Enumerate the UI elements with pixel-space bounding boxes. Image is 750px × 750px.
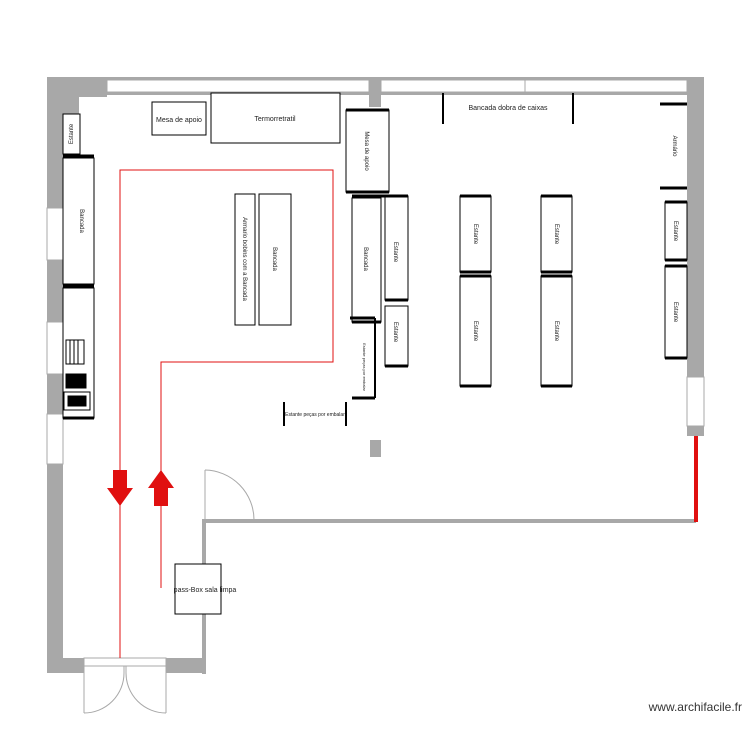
label-estante-right-b: Estante [672, 302, 678, 323]
wall-pillar-top [369, 77, 381, 107]
flow-arrows [107, 470, 174, 506]
credit-text: www.archifacile.fr [648, 700, 742, 714]
equipment-machine-icon [63, 339, 91, 411]
window-top-1 [106, 79, 370, 93]
window-left-1 [46, 207, 64, 261]
label-estante-pecas-vert: Estante peças por embalar [362, 343, 367, 391]
label-estante-pecas-horiz: Estante peças por embalar [285, 412, 345, 418]
window-left-3 [46, 413, 64, 465]
label-estante-mid-b: Estante [392, 322, 398, 343]
label-estante-col2b: Estante [553, 321, 559, 342]
window-right [686, 376, 705, 427]
label-bancada-left: Bancada [78, 209, 84, 233]
label-bancada-center: Bancada [271, 247, 277, 271]
termorretratil [210, 92, 341, 144]
label-box-sala-limpa: pass-Box sala limpa [174, 587, 237, 594]
estante-col2-top [540, 195, 573, 273]
mesa-apoio-top [151, 101, 207, 136]
label-termorretratil: Termorretratil [254, 116, 296, 123]
wall-interior-horizontal [202, 519, 696, 523]
door-interior [204, 469, 255, 521]
window-top-2 [380, 79, 526, 93]
wall-pillar-small [370, 440, 381, 457]
window-top-3 [524, 79, 688, 93]
wall-left [47, 77, 63, 673]
route-outer [119, 169, 334, 658]
label-estante-col1b: Estante [472, 321, 478, 342]
labels: Mesa de apoio Termorretratil Bancada dob… [69, 105, 678, 594]
wall-bottom-left [47, 658, 84, 673]
estante-left-small [62, 113, 81, 155]
estante-col1-bottom [459, 275, 492, 387]
arrow-down-icon [107, 470, 133, 506]
arrow-up-icon [148, 470, 174, 506]
label-armario-bobinas: Armario bobins com a Bancada [241, 217, 247, 301]
label-estante-col1: Estante [472, 224, 478, 245]
wall-right-low [687, 426, 704, 436]
wall-bottom-right [166, 658, 206, 673]
label-bancada-dobra: Bancada dobra de caixas [469, 105, 548, 112]
label-mesa-apoio-vert: Mesa de apoio [363, 131, 369, 171]
estante-col2-bottom [540, 275, 573, 387]
mesa-apoio-vertical [345, 109, 390, 193]
wall-top-inner [107, 92, 687, 95]
label-estante-right-a: Estante [672, 221, 678, 242]
bancada-center [258, 193, 292, 326]
label-mesa-apoio-top: Mesa de apoio [156, 117, 202, 124]
window-openings [46, 79, 705, 465]
wall-right [687, 77, 704, 377]
label-estante-mid-a: Estante [392, 242, 398, 263]
pass-box-sala-limpa [174, 563, 222, 615]
label-bancada-mid: Bancada [362, 247, 368, 271]
window-left-2 [46, 321, 64, 375]
furniture [62, 92, 688, 615]
bancada-mid [351, 197, 382, 323]
armario-bobinas [234, 193, 256, 326]
label-estante-col2: Estante [553, 224, 559, 245]
flow-routes [119, 169, 334, 658]
door-exterior [83, 657, 167, 714]
shelf-edges [63, 102, 687, 420]
bancada-left [62, 157, 95, 285]
wall-right-red-segment [694, 436, 698, 522]
estante-col1-top [459, 195, 492, 273]
label-armario-right: Armário [671, 135, 677, 157]
label-estante-left-small: Estante [69, 123, 75, 144]
thin-edges [283, 93, 574, 426]
